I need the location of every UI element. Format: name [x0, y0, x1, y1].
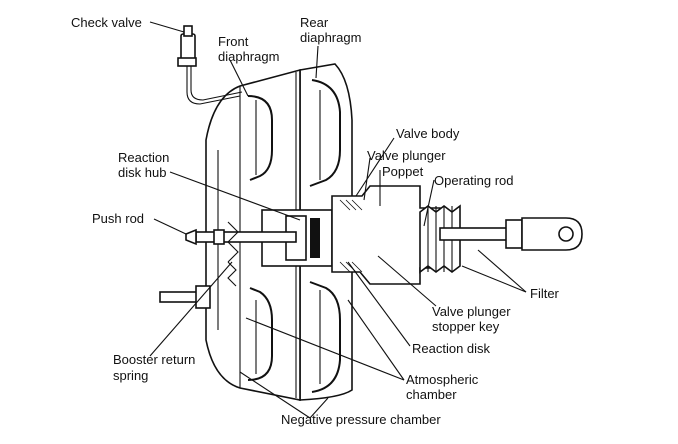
label-booster-return-spring-1: Booster return — [113, 352, 195, 367]
label-valve-body: Valve body — [396, 126, 460, 141]
front-diaphragm — [247, 95, 273, 381]
operating-rod — [439, 217, 583, 251]
label-front-diaphragm-2: diaphragm — [218, 49, 279, 64]
label-negative-pressure-chamber: Negative pressure chamber — [281, 412, 441, 427]
label-valve-plunger-stopper-key-2: stopper key — [432, 319, 500, 334]
label-valve-plunger-stopper-key-1: Valve plunger — [432, 304, 511, 319]
label-reaction-disk-hub-2: disk hub — [118, 165, 166, 180]
labels: Check valve Front diaphragm Rear diaphra… — [71, 15, 560, 427]
label-atmospheric-chamber-1: Atmospheric — [406, 372, 479, 387]
booster-return-spring — [227, 221, 239, 287]
check-valve-assembly — [177, 25, 243, 105]
label-reaction-disk-hub-1: Reaction — [118, 150, 169, 165]
label-atmospheric-chamber-2: chamber — [406, 387, 457, 402]
label-poppet: Poppet — [382, 164, 424, 179]
label-operating-rod: Operating rod — [434, 173, 514, 188]
push-rod — [185, 228, 297, 246]
label-front-diaphragm-1: Front — [218, 34, 249, 49]
rear-diaphragm — [309, 79, 341, 393]
label-valve-plunger: Valve plunger — [367, 148, 446, 163]
label-booster-return-spring-2: spring — [113, 368, 148, 383]
label-check-valve: Check valve — [71, 15, 142, 30]
leader-lines — [149, 21, 527, 419]
mounting-studs — [159, 285, 211, 309]
label-reaction-disk: Reaction disk — [412, 341, 491, 356]
label-filter: Filter — [530, 286, 560, 301]
label-rear-diaphragm-1: Rear — [300, 15, 329, 30]
label-rear-diaphragm-2: diaphragm — [300, 30, 361, 45]
label-push-rod: Push rod — [92, 211, 144, 226]
